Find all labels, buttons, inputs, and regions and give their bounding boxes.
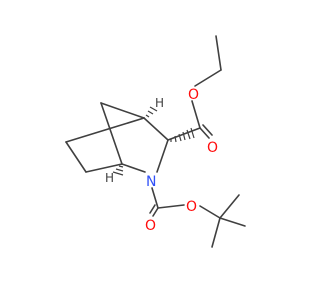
bond-bridgehead-lower-ch2-a	[85, 163, 123, 173]
bond-bridgehead-upper-c3	[143, 117, 169, 141]
atom-o-boc-carbonyl: O	[145, 218, 156, 234]
bond-tbu-me3	[211, 217, 221, 248]
bond-boc-c-o-ether	[157, 204, 185, 209]
atom-labels: O O N O O H H	[105, 87, 218, 234]
hashed-wedge-c3-ester	[170, 127, 195, 143]
bond-boc-c-o-double-1	[152, 207, 159, 217]
atom-o-boc-ether: O	[186, 199, 197, 215]
bond-bridgehead-upper-bridge	[100, 102, 145, 119]
bond-c3-n	[156, 139, 169, 173]
bond-o-tbu	[199, 205, 221, 219]
hashed-wedge-lower-h	[112, 165, 124, 176]
hashed-wedge-upper-h	[145, 106, 158, 118]
bond-ester-c-o-double-2	[202, 124, 213, 136]
atom-h-upper: H	[155, 96, 164, 110]
bond-ester-c-o-double-1	[199, 127, 210, 139]
bond-ch2-ch3	[215, 35, 222, 71]
atom-n-ring: N	[146, 174, 156, 190]
bond-ch2-b-bridgehead-upper	[65, 117, 145, 143]
skeleton-bonds	[65, 35, 246, 248]
bond-bridge-bridgehead-lower	[100, 102, 123, 165]
atom-o-ester-ether: O	[188, 87, 199, 103]
molecule-structure: O O N O O H H	[65, 35, 246, 248]
bond-tbu-me1	[219, 194, 240, 219]
bond-o-ether-ch2	[194, 69, 222, 87]
bond-tbu-me2	[219, 217, 246, 227]
atom-h-lower: H	[105, 171, 114, 185]
bond-bridgehead-lower-n	[121, 163, 146, 173]
atom-o-ester-carbonyl: O	[207, 140, 218, 156]
bond-boc-c-o-double-2	[149, 204, 156, 214]
structure-canvas: O O N O O H H	[65, 35, 246, 248]
bond-ch2-a-ch2-b	[65, 141, 87, 173]
bond-n-boc-carbon	[151, 187, 159, 209]
bond-ester-carbon-o-ether	[191, 100, 201, 129]
